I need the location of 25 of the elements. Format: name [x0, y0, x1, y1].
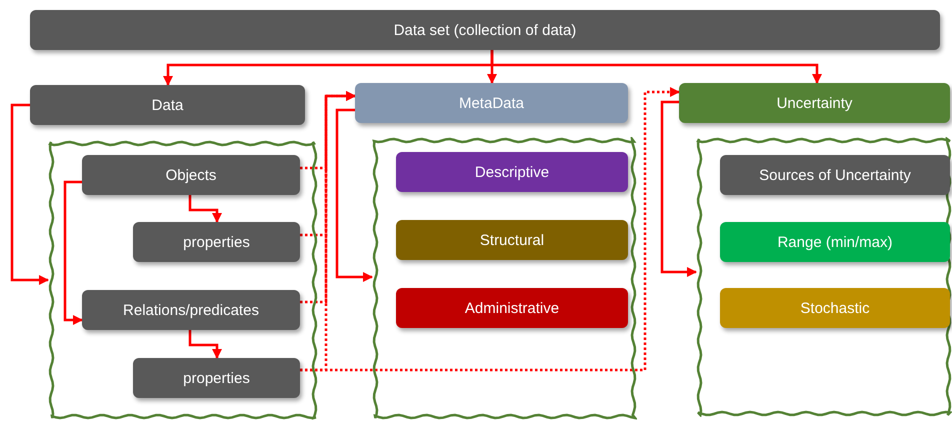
- process-box: Administrative: [396, 288, 628, 328]
- process-box: Uncertainty: [679, 83, 950, 123]
- process-box: Data set (collection of data): [30, 10, 940, 50]
- arrow: [336, 108, 373, 282]
- process-box: Data: [30, 85, 305, 125]
- arrow: [188, 330, 222, 359]
- process-box: Sources of Uncertainty: [720, 155, 950, 195]
- process-box: Structural: [396, 220, 628, 260]
- wavy-frame: [48, 140, 318, 420]
- arrow: [10, 104, 49, 285]
- arrow: [300, 87, 680, 372]
- arrow: [188, 195, 222, 223]
- wavy-frame: [372, 137, 637, 420]
- process-box: Relations/predicates: [82, 290, 300, 330]
- wavy-frame: [696, 137, 952, 417]
- process-box: MetaData: [355, 83, 628, 123]
- process-box: properties: [133, 358, 300, 398]
- process-box: Range (min/max): [720, 222, 950, 262]
- process-box: Descriptive: [396, 152, 628, 192]
- arrow: [64, 180, 83, 325]
- process-box: properties: [133, 222, 300, 262]
- arrow: [490, 50, 822, 84]
- process-box: Stochastic: [720, 288, 950, 328]
- process-box: Objects: [82, 155, 300, 195]
- arrow: [660, 100, 697, 277]
